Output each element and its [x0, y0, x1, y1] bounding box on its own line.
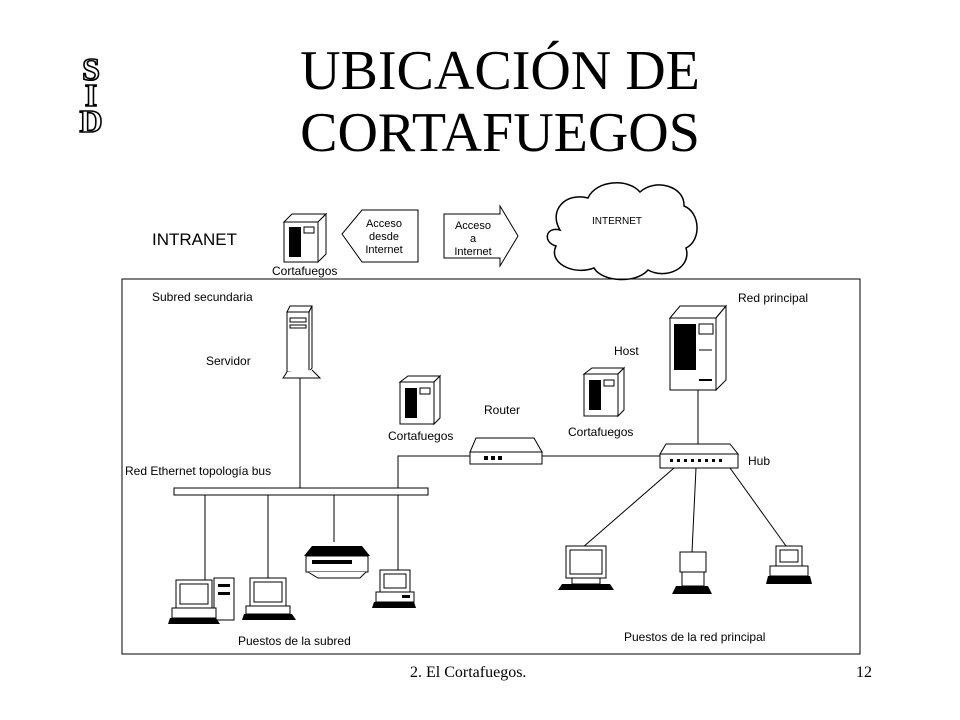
ethernet-bus-label: Red Ethernet topología bus — [125, 464, 272, 478]
slide-title: UBICACIÓN DE CORTAFUEGOS — [220, 40, 780, 164]
arrow-from-internet-text: Acceso desde Internet — [356, 218, 412, 257]
firewall-mid-label: Cortafuegos — [388, 429, 454, 443]
firewall-mid-icon — [398, 374, 442, 426]
red-principal-label: Red principal — [738, 291, 809, 305]
arrow-right-line-3: Internet — [454, 246, 492, 258]
hub-icon — [659, 443, 740, 469]
internet-label: INTERNET — [592, 216, 642, 227]
printer-icon — [304, 546, 370, 579]
main-pc-2-icon — [672, 551, 712, 594]
arrow-left-line-1: Acceso — [365, 218, 403, 230]
host-icon — [668, 304, 728, 392]
firewall-right-label: Cortafuegos — [568, 425, 634, 439]
subnet-pc-2-icon — [242, 577, 296, 620]
puestos-principal-label: Puestos de la red principal — [624, 630, 766, 644]
router-bus-link — [397, 455, 470, 582]
logo-letter-s: S — [81, 51, 102, 87]
title-line-1: UBICACIÓN DE — [300, 40, 700, 102]
arrow-to-internet — [443, 204, 519, 268]
puestos-subred-label: Puestos de la subred — [238, 634, 351, 648]
subred-secundaria-label: Subred secundaria — [152, 290, 253, 304]
host-label: Host — [614, 344, 639, 358]
ethernet-bus — [173, 487, 429, 496]
intranet-label: INTRANET — [152, 230, 237, 249]
servidor-label: Servidor — [206, 354, 251, 368]
page-number: 12 — [856, 664, 872, 681]
arrow-right-line-1: Acceso — [454, 220, 492, 232]
router-label: Router — [484, 403, 521, 417]
footer-section: 2. El Cortafuegos. — [410, 664, 527, 681]
firewall-right-icon — [582, 366, 626, 418]
hub-link-middle — [691, 467, 697, 553]
main-pc-1-icon — [558, 545, 614, 590]
title-line-2: CORTAFUEGOS — [300, 102, 700, 164]
network-boundary — [121, 278, 861, 655]
logo-letter-d: D — [79, 103, 105, 139]
server-icon — [282, 305, 322, 379]
sid-logo: S I D — [64, 51, 120, 139]
arrow-from-internet — [341, 209, 419, 263]
arrow-left-line-2: desde — [369, 231, 399, 243]
firewall-top-icon — [282, 212, 328, 264]
arrow-right-line-2: a — [469, 233, 477, 245]
subnet-pc-1-icon — [168, 577, 235, 624]
arrow-to-internet-text: Acceso a Internet — [446, 220, 500, 259]
hub-label: Hub — [748, 454, 771, 468]
arrow-left-line-3: Internet — [365, 244, 403, 256]
main-pc-3-icon — [766, 545, 812, 584]
subnet-pc-3-icon — [372, 569, 416, 608]
logo-letter-i: I — [84, 77, 100, 113]
internet-cloud — [546, 182, 698, 281]
hub-link-right — [729, 467, 787, 547]
hub-link-left — [581, 467, 675, 549]
firewall-top-label: Cortafuegos — [272, 264, 338, 278]
router-icon — [469, 437, 543, 465]
